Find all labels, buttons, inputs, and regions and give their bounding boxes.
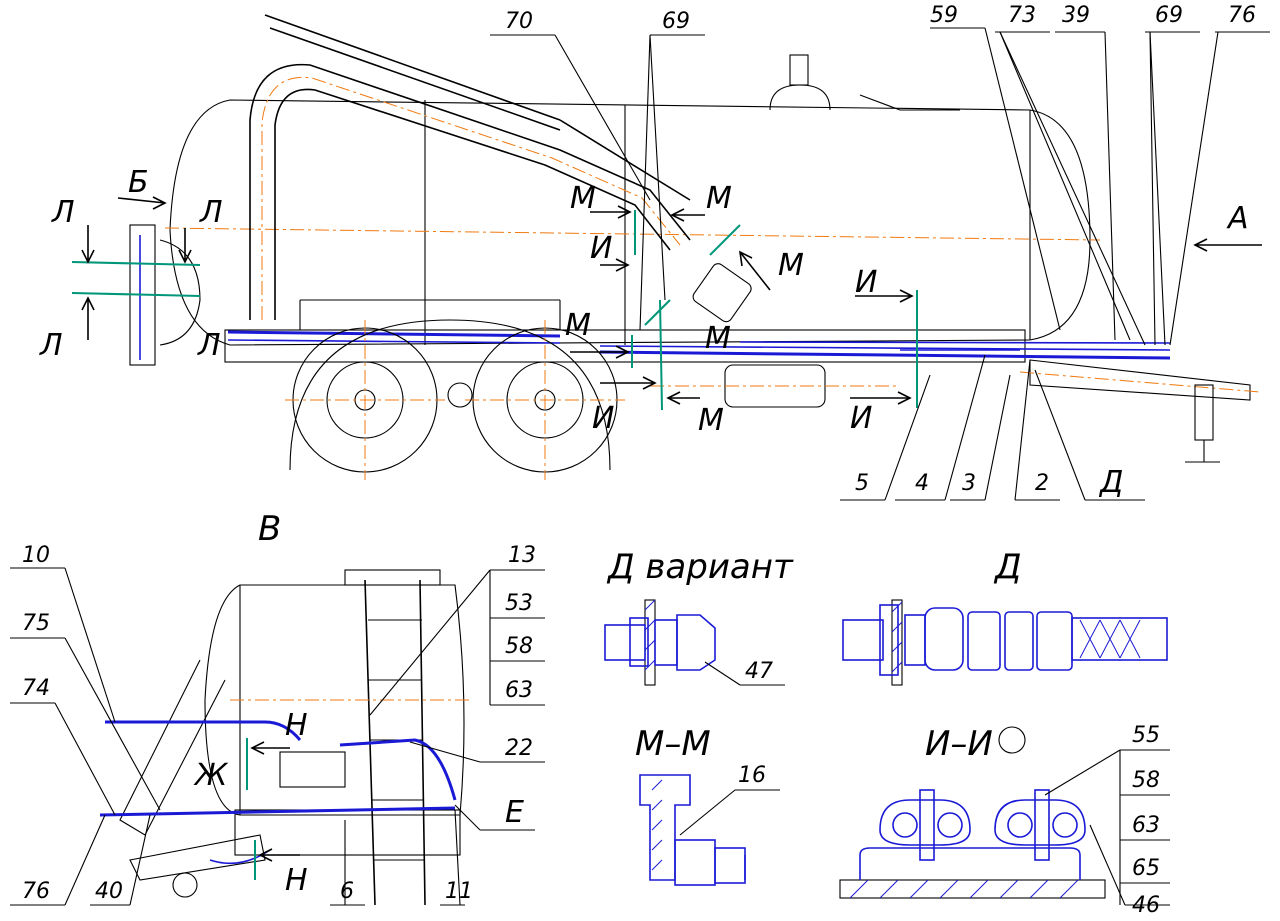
part-number-63-left: 63 — [505, 678, 533, 703]
part-number-58-left: 58 — [505, 634, 533, 659]
section-letter-l-4: Л — [197, 328, 221, 363]
section-letter-m-6: М — [698, 403, 724, 438]
part-number-63-right: 63 — [1132, 813, 1160, 838]
section-letter-i-4: И — [850, 401, 872, 436]
part-number-76-bottom: 76 — [22, 879, 50, 904]
part-number-69-right: 69 — [1155, 3, 1183, 28]
part-number-55: 55 — [1132, 723, 1160, 748]
part-number-16: 16 — [738, 763, 766, 788]
view-title-v: В — [258, 509, 281, 549]
section-i-i — [839, 726, 1170, 906]
section-marker-e: Е — [505, 795, 524, 830]
section-letter-h-1: Н — [285, 708, 308, 743]
part-number-53: 53 — [505, 591, 533, 616]
section-letter-m-2: М — [706, 181, 732, 216]
section-letter-h-2: Н — [285, 863, 308, 898]
view-letter-a: А — [1226, 201, 1249, 236]
title-d: Д — [993, 547, 1022, 587]
title-i-i: И–И — [925, 724, 993, 764]
part-number-58-right: 58 — [1132, 768, 1160, 793]
section-letter-l-1: Л — [51, 195, 75, 230]
part-number-2: 2 — [1035, 471, 1049, 496]
part-number-46: 46 — [1132, 893, 1160, 918]
part-number-22: 22 — [505, 736, 533, 761]
section-letter-zh: Ж — [193, 758, 229, 793]
section-letter-m-1: М — [570, 181, 596, 216]
part-numbers: 70 69 59 73 39 69 76 5 4 3 2 Д 10 75 74 … — [22, 3, 1256, 918]
part-number-69-left: 69 — [662, 9, 690, 34]
main-side-view — [71, 14, 1270, 501]
detail-d — [842, 599, 1168, 686]
view-v — [10, 567, 545, 906]
part-number-40: 40 — [95, 879, 123, 904]
section-m-m — [639, 774, 780, 886]
part-number-73: 73 — [1008, 3, 1036, 28]
part-number-5: 5 — [855, 471, 869, 496]
section-letter-l-2: Л — [199, 195, 223, 230]
part-number-3: 3 — [962, 471, 976, 496]
part-number-65: 65 — [1132, 856, 1160, 881]
title-m-m: М–М — [635, 724, 711, 764]
part-number-10: 10 — [22, 543, 50, 568]
section-letter-i-3: И — [592, 401, 614, 436]
detail-titles: Д вариант Д М–М И–И — [606, 547, 1022, 764]
title-d-variant: Д вариант — [606, 547, 794, 587]
part-number-75: 75 — [22, 611, 50, 636]
part-number-4: 4 — [915, 471, 929, 496]
part-number-74: 74 — [22, 676, 50, 701]
section-letter-l-3: Л — [39, 328, 63, 363]
section-letter-m-3: М — [778, 248, 804, 283]
view-letter-b: Б — [128, 165, 149, 200]
section-letter-i-2: И — [855, 265, 877, 300]
part-number-70: 70 — [505, 9, 533, 34]
detail-marker-d: Д — [1098, 465, 1123, 500]
section-letter-m-4: М — [565, 308, 591, 343]
section-letters: Л Л Л Л Б А М М М М М М И И И И В Н Н Ж — [39, 165, 1249, 898]
part-number-11: 11 — [445, 879, 473, 904]
part-number-59: 59 — [930, 3, 958, 28]
part-number-6: 6 — [340, 879, 354, 904]
part-number-39: 39 — [1062, 3, 1090, 28]
section-letter-i-1: И — [590, 231, 612, 266]
detail-d-variant — [604, 599, 785, 686]
part-number-13: 13 — [508, 543, 536, 568]
part-number-47: 47 — [745, 659, 773, 684]
section-letter-m-5: М — [705, 321, 731, 356]
part-number-76-top: 76 — [1228, 3, 1256, 28]
